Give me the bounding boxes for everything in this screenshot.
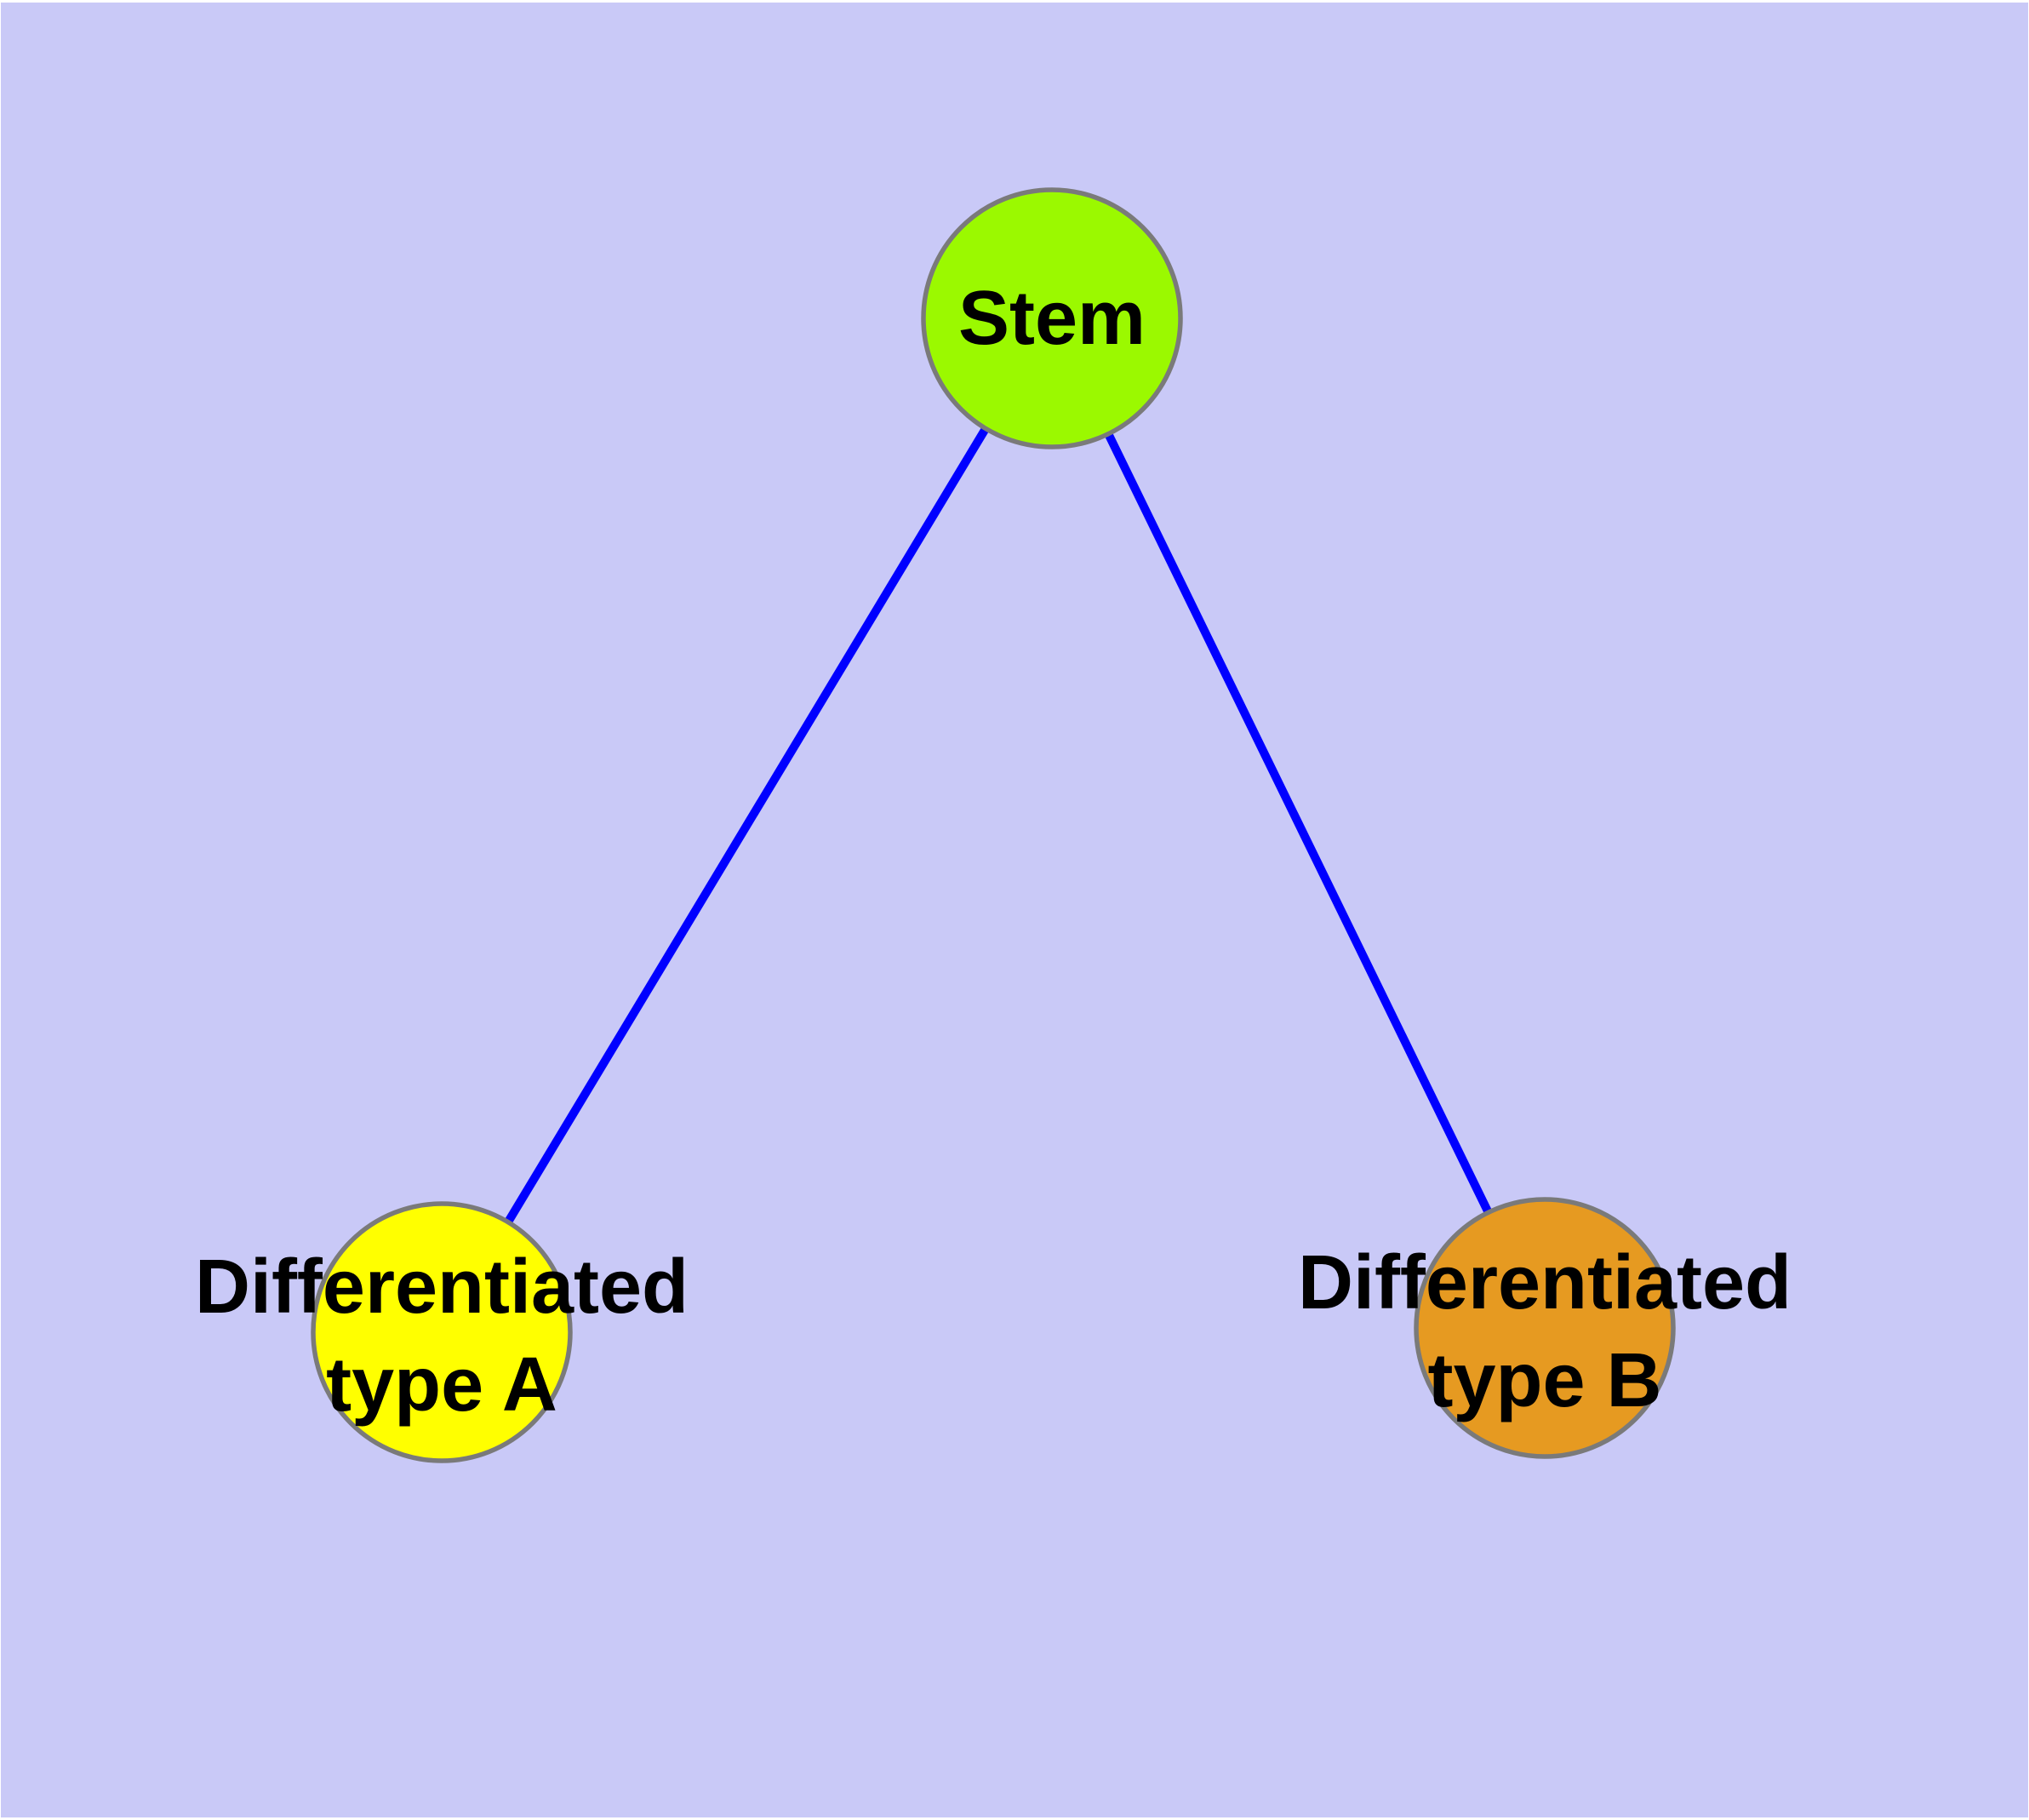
node-differentiated-type-a (311, 1201, 573, 1463)
edge-stem-to-type-a (437, 316, 1056, 1335)
node-differentiated-type-b-label-line1: Differentiated (1298, 1240, 1792, 1325)
edge-stem-to-type-b (1048, 316, 1549, 1331)
node-stem-label: Stem (958, 276, 1146, 361)
node-differentiated-type-b-label-line2: type B (1427, 1338, 1661, 1423)
node-differentiated-type-b-circle (1414, 1197, 1676, 1459)
node-stem-circle (921, 187, 1183, 449)
edge-layer (437, 316, 1549, 1335)
node-differentiated-type-a-circle (311, 1201, 573, 1463)
node-differentiated-type-a-label-line2: type A (326, 1342, 557, 1428)
label-layer: Stem Differentiated type A Differentiate… (195, 276, 1792, 1428)
node-stem (921, 187, 1183, 449)
node-differentiated-type-b (1414, 1197, 1676, 1459)
node-differentiated-type-a-label-line1: Differentiated (195, 1245, 689, 1330)
